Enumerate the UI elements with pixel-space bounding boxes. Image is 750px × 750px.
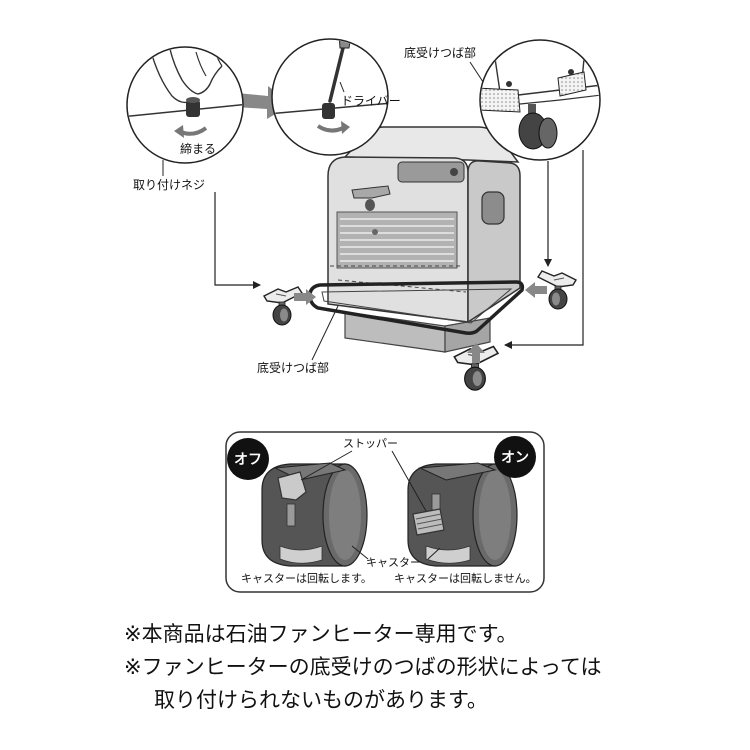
heater-front-grille bbox=[336, 211, 458, 269]
caster-bracket-plate-2 bbox=[557, 71, 587, 97]
stopper-lever-on-ribs bbox=[415, 513, 444, 530]
note-compatibility-line2: 取り付けられないものがあります。 bbox=[154, 688, 488, 712]
bracket-screw-2-icon bbox=[568, 69, 574, 75]
leader-line-caster bbox=[351, 545, 441, 560]
caster-on-yoke bbox=[418, 462, 497, 481]
screw-icon bbox=[322, 103, 335, 119]
detail-circle-hand-tighten: 締まる bbox=[126, 46, 244, 164]
heater-side-handle bbox=[481, 191, 505, 225]
connector-line-right-outer bbox=[504, 150, 584, 349]
arrow-right-icon bbox=[294, 289, 316, 305]
grille-slats bbox=[340, 218, 454, 262]
caster-wheel-front bbox=[538, 117, 558, 149]
bottom-flange-tray bbox=[308, 280, 525, 335]
on-caption: キャスターは回転しません。 bbox=[394, 572, 537, 585]
on-badge bbox=[494, 436, 536, 478]
stopper-panel: オフ オン ストッパー キャスター キャスターは回転します。 キャスターは回転し… bbox=[225, 431, 545, 593]
bottom-flange-tray-inner bbox=[321, 288, 513, 324]
caster-left-icon bbox=[263, 286, 303, 326]
caster-label: キャスター bbox=[366, 556, 421, 569]
caster-stem bbox=[528, 104, 536, 114]
flange-label-bottom: 底受けつば部 bbox=[257, 360, 329, 375]
fan-heater bbox=[327, 126, 521, 324]
note-exclusive-use: ※本商品は石油ファンヒーター専用です。 bbox=[124, 622, 518, 646]
heater-power-button-icon bbox=[450, 168, 458, 176]
arrow-left-icon bbox=[525, 282, 547, 298]
caster-on-wheel-hub bbox=[479, 470, 511, 560]
caster-off-wheel-hub bbox=[329, 470, 361, 560]
hand-fingers bbox=[167, 48, 223, 95]
stopper-lever-off bbox=[277, 471, 307, 501]
heater-base-block-side bbox=[444, 317, 491, 353]
front-clip-screw-icon bbox=[365, 199, 375, 211]
tighten-label: 締まる bbox=[180, 141, 216, 156]
screwdriver-label: ドライバー bbox=[341, 94, 401, 108]
caster-on-illustration bbox=[407, 462, 518, 567]
flange-label-top: 底受けつば部 bbox=[404, 45, 476, 60]
heater-base-block bbox=[344, 311, 446, 353]
rotate-arrow-2-head-icon bbox=[341, 121, 350, 134]
mounting-screw-icon bbox=[186, 100, 200, 117]
hand-thumb bbox=[149, 48, 189, 104]
on-badge-label: オン bbox=[501, 450, 529, 466]
screwdriver-shaft bbox=[328, 42, 346, 103]
hand-illustration bbox=[128, 48, 242, 118]
caster-installation-diagram: 締まる 取り付けネジ ドライバー 底受けつば部 底受 bbox=[126, 38, 601, 593]
caster-off-wheel-gap bbox=[279, 545, 323, 564]
note-compatibility-line1: ※ファンヒーターの底受けのつばの形状によっては bbox=[124, 655, 602, 679]
heater-control-panel bbox=[397, 161, 465, 183]
stopper-lever-on-stem bbox=[431, 493, 441, 511]
rotate-arrow-2-icon bbox=[316, 124, 344, 133]
heater-front-clip bbox=[351, 185, 391, 199]
off-badge bbox=[227, 438, 269, 480]
leader-line-stopper bbox=[300, 450, 427, 512]
flange-edge-line bbox=[128, 103, 242, 118]
stopper-lever-off-stem bbox=[286, 503, 296, 527]
mounting-screw-label: 取り付けネジ bbox=[133, 178, 205, 192]
caster-off-illustration bbox=[261, 462, 368, 567]
leader-line-flange-bottom bbox=[311, 305, 339, 361]
mounting-screw-head bbox=[186, 97, 200, 103]
detail-circle-flange bbox=[479, 39, 601, 161]
stopper-label: ストッパー bbox=[343, 437, 398, 450]
arrow-up-icon bbox=[467, 343, 485, 363]
connector-line-left bbox=[214, 192, 261, 289]
caster-bracket-plate-1 bbox=[481, 87, 521, 113]
flange-illustration bbox=[481, 41, 599, 150]
leader-line-screwdriver bbox=[339, 81, 345, 93]
rotate-arrow-head-icon bbox=[174, 125, 184, 138]
grille-marker bbox=[372, 229, 378, 235]
off-caption: キャスターは回転します。 bbox=[241, 572, 372, 585]
off-badge-label: オフ bbox=[234, 452, 262, 468]
bracket-screw-1-icon bbox=[506, 81, 512, 87]
